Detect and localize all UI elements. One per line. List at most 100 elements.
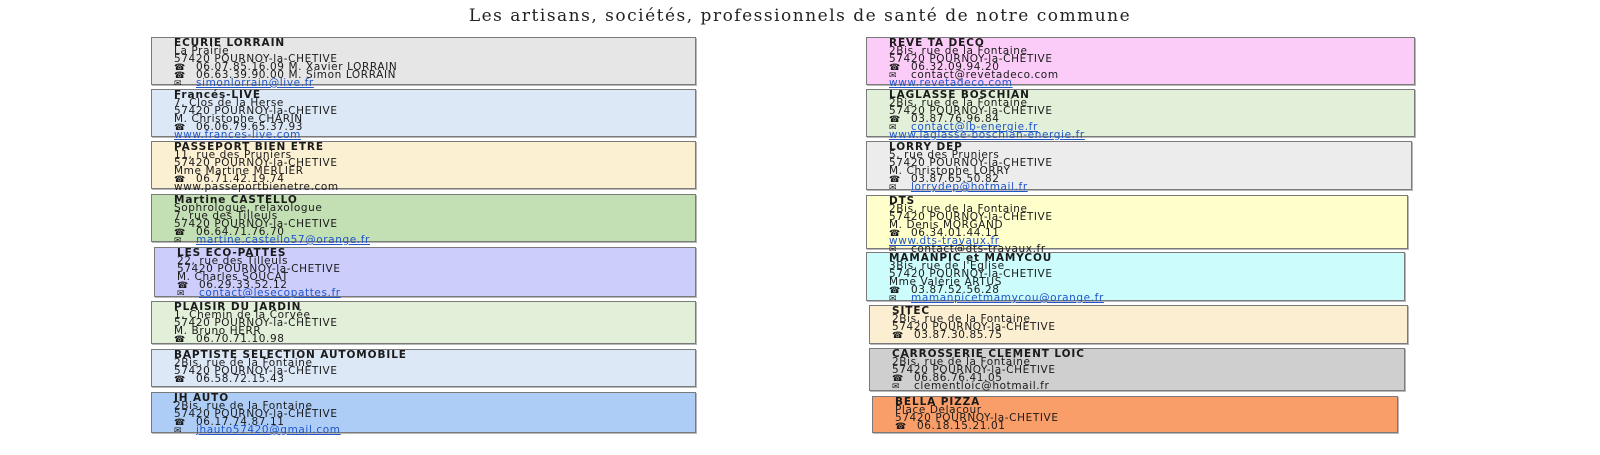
info-text: contact@dts-travaux.fr: [911, 243, 1046, 255]
business-name: JH AUTO: [174, 392, 230, 404]
info-text: 06.63.39.90.00 M. Simon LORRAIN: [196, 69, 397, 81]
info-text: 03.87.52.56.28: [911, 284, 1000, 296]
info-line: M. Christophe CHARIN: [174, 113, 687, 125]
mail-icon: [174, 236, 196, 245]
info-line: 2Bis, rue de la Fontaine: [174, 401, 687, 412]
info-line: 5, rue des Pruniers: [889, 149, 1403, 161]
business-name: CARROSSERIE CLEMENT LOIC: [892, 348, 1085, 360]
info-text: 57420 POURNOY-la-CHETIVE: [889, 157, 1053, 169]
info-text: 57420 POURNOY-la-CHETIVE: [895, 412, 1059, 424]
info-text: La Prairie: [174, 45, 230, 57]
business-name: BELLA PIZZA: [895, 396, 981, 408]
info-text: Place Delacour: [895, 404, 982, 416]
contact-link[interactable]: contact@lb-energie.fr: [911, 121, 1038, 133]
info-text: 2Bis, rue de la Fontaine: [889, 203, 1028, 215]
info-line: 57420 POURNOY-la-CHETIVE: [174, 318, 687, 329]
business-name: LES ECO-PATTES: [177, 247, 287, 259]
info-text: Mme Valérie ARTUS: [889, 276, 1002, 288]
contact-link[interactable]: martine.castello57@orange.fr: [196, 234, 370, 246]
business-name: ECURIE LORRAIN: [174, 37, 286, 49]
info-line: 2Bis, rue de la Fontaine: [889, 203, 1399, 215]
info-text: M. Christophe CHARIN: [174, 113, 303, 125]
info-line: 7, Clos de la Herse: [174, 97, 687, 109]
business-name: Martine CASTELLO: [174, 194, 298, 206]
contact-link[interactable]: www.laglasse-boschian-energie.fr: [889, 129, 1085, 141]
info-text: 06.34.01.44.11: [911, 227, 1000, 239]
mail-icon: [174, 79, 196, 88]
info-line: 06.17.74.87.11: [174, 416, 687, 428]
business-name: REVE TA DECO: [889, 37, 985, 49]
info-text: 5, rue des Pruniers: [889, 149, 1000, 161]
info-line: 03.87.65.50.82: [889, 174, 1403, 185]
info-text: 57420 POURNOY-la-CHETIVE: [889, 105, 1053, 117]
info-line: 2Bis, rue de la Fontaine: [174, 358, 687, 369]
business-name: LAGLASSE BOSCHIAN: [889, 89, 1030, 101]
info-line: 57420 POURNOY-la-CHETIVE: [174, 219, 687, 230]
contact-link[interactable]: www.dts-travaux.fr: [889, 235, 1000, 247]
info-line: Sophrologue, relaxologue: [174, 203, 687, 214]
info-text: Mme Martine MERLIER: [174, 165, 304, 177]
info-line: 57420 POURNOY-la-CHETIVE: [895, 412, 1389, 424]
info-line: Mme Martine MERLIER: [174, 165, 687, 177]
info-line: 57420 POURNOY-la-CHETIVE: [174, 53, 687, 65]
info-line: 2Bis, rue de la Fontaine: [892, 313, 1399, 325]
info-text: 06.17.74.87.11: [196, 416, 285, 428]
info-line: M. Denis MORGAND: [889, 219, 1399, 231]
info-line: 57420 POURNOY-la-CHETIVE: [892, 322, 1399, 333]
info-line: www.revetadeco.com: [889, 77, 1406, 89]
info-text: 06.07.85.16.09 M. Xavier LORRAIN: [196, 61, 398, 73]
mail-icon: [892, 382, 914, 391]
info-line: 03.87.52.56.28: [889, 284, 1396, 296]
contact-link[interactable]: mamanpicetmamycou@orange.fr: [911, 292, 1104, 304]
contact-link[interactable]: jhauto57420@gmail.com: [196, 424, 341, 436]
info-text: 06.58.72.15.43: [196, 373, 285, 385]
business-name: PLAISIR DU JARDIN: [174, 301, 302, 313]
info-text: M. Charles SOUCAT: [177, 271, 289, 283]
info-text: 06.70.71.10.98: [196, 333, 285, 345]
mail-icon: [177, 289, 199, 298]
info-line: 57420 POURNOY-la-CHETIVE: [889, 157, 1403, 169]
info-text: 06.29.33.52.12: [199, 279, 288, 291]
info-text: M. Bruno HERR: [174, 325, 262, 337]
business-name: MAMANPIC et MAMYCOU: [889, 252, 1053, 264]
contact-link[interactable]: lorrydep@hotmail.fr: [911, 181, 1028, 193]
info-line: 22, rue des Tilleuls: [177, 256, 687, 267]
info-text: 57420 POURNOY-la-CHETIVE: [174, 53, 338, 65]
info-line: 06.07.85.16.09 M. Xavier LORRAIN: [174, 61, 687, 73]
info-text: 06.18.15.21.01: [917, 420, 1006, 432]
info-text: 3Bis, rue de l'Eglise: [889, 260, 1005, 272]
info-text: 57420 POURNOY-la-CHETIVE: [177, 263, 341, 275]
info-text: 7, Clos de la Herse: [174, 97, 284, 109]
info-text: 57420 POURNOY-la-CHETIVE: [889, 268, 1053, 280]
business-name: DTS: [889, 195, 916, 207]
info-line: M. Charles SOUCAT: [177, 271, 687, 283]
contact-link[interactable]: www.revetadeco.com: [889, 77, 1013, 89]
info-line: 11, rue des Pruniers: [174, 150, 687, 161]
info-text: M. Denis MORGAND: [889, 219, 1004, 231]
mail-icon: [889, 183, 911, 192]
info-text: 57420 POURNOY-la-CHETIVE: [174, 408, 338, 420]
info-line: 06.63.39.90.00 M. Simon LORRAIN: [174, 69, 687, 81]
business-name: PASSEPORT BIEN ETRE: [174, 141, 324, 153]
contact-link[interactable]: contact@lesecopattes.fr: [199, 287, 341, 299]
info-line: contact@revetadeco.com: [889, 70, 1406, 81]
contact-link[interactable]: www.frances-live.com: [174, 129, 302, 141]
info-text: 2Bis, rue de la Fontaine: [892, 313, 1031, 325]
business-name: Francés-LIVE: [174, 89, 261, 101]
info-text: 57420 POURNOY-la-CHETIVE: [174, 365, 338, 377]
info-text: 1, Chemin de la Corvée: [174, 309, 311, 321]
info-line: 57420 POURNOY-la-CHETIVE: [889, 54, 1406, 65]
info-line: 57420 POURNOY-la-CHETIVE: [889, 105, 1406, 117]
phone-icon: [174, 335, 196, 344]
contact-link[interactable]: simonlorrain@live.fr: [196, 77, 314, 89]
